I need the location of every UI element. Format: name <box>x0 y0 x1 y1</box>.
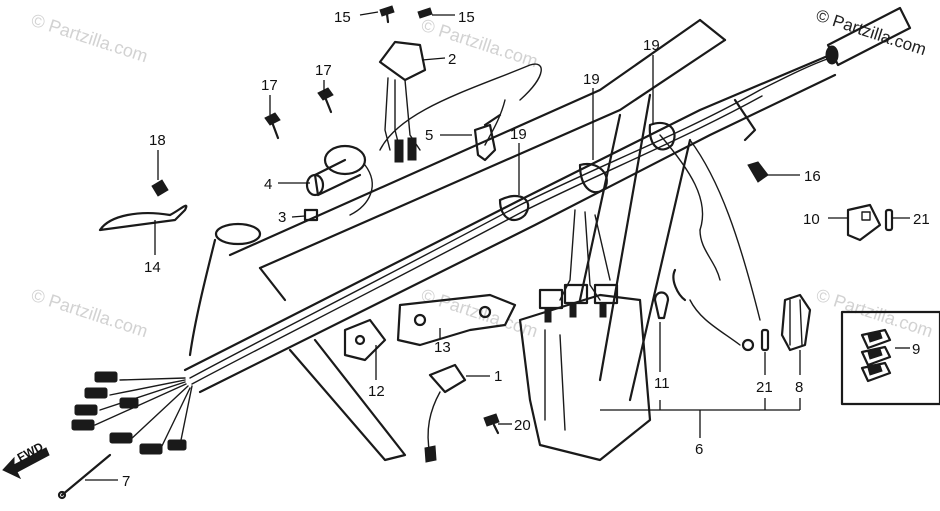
callout-15-right: 15 <box>458 9 475 26</box>
part-19-clamps <box>498 121 676 222</box>
callout-10: 10 <box>803 211 820 228</box>
central-connectors <box>538 283 619 323</box>
callout-17-left: 17 <box>261 77 278 94</box>
part-16-screw <box>747 161 769 183</box>
callout-5: 5 <box>425 127 433 144</box>
part-7-rod <box>57 453 112 500</box>
callout-19-middle: 19 <box>583 71 600 88</box>
callout-19-top: 19 <box>643 37 660 54</box>
watermark-2: © Partzilla.com <box>419 15 541 72</box>
callout-9: 9 <box>912 341 920 358</box>
part-18-grommet <box>151 179 169 197</box>
leader-lines <box>85 11 910 481</box>
part-13-bracket <box>396 293 517 347</box>
frame <box>183 18 837 462</box>
callout-18: 18 <box>149 132 166 149</box>
callout-6: 6 <box>695 441 703 458</box>
part-4-ignition-coil <box>305 144 373 216</box>
part-14-wire-clip <box>98 204 188 232</box>
watermark-1: © Partzilla.com <box>29 10 151 67</box>
part-15-screws <box>379 5 433 24</box>
callout-19-lower: 19 <box>510 126 527 143</box>
callout-11: 11 <box>654 375 670 392</box>
part-11-bulb <box>653 291 670 320</box>
callout-21-bottom: 21 <box>756 379 773 396</box>
part-21-fuse-top <box>884 208 894 232</box>
part-5-spark-plug-cap <box>473 113 502 162</box>
part-21-fuse-bottom <box>760 328 770 352</box>
forward-arrow: FWD <box>2 439 50 480</box>
callout-20: 20 <box>514 417 531 434</box>
callout-15-left: 15 <box>334 9 351 26</box>
callout-7: 7 <box>122 473 130 490</box>
part-2-regulator <box>378 40 427 163</box>
callout-2: 2 <box>448 51 456 68</box>
callout-12: 12 <box>368 383 385 400</box>
callout-3: 3 <box>278 209 286 226</box>
part-6-harness-bracket-line <box>672 229 755 352</box>
callout-14: 14 <box>144 259 161 276</box>
part-1-switch <box>424 363 467 463</box>
callout-4: 4 <box>264 176 272 193</box>
callout-21-top: 21 <box>913 211 930 228</box>
part-3-clip <box>303 208 319 222</box>
steering-grip <box>825 6 912 67</box>
part-12-bracket <box>343 318 387 362</box>
callout-16: 16 <box>804 168 821 185</box>
callout-13: 13 <box>434 339 451 356</box>
part-9-connector-panel <box>840 310 940 406</box>
callout-labels: 15 15 2 17 17 18 5 19 19 19 4 3 14 16 10… <box>122 9 930 490</box>
part-8-fuse-holder <box>780 293 812 352</box>
part-10-relay <box>846 203 882 242</box>
part-20-screw <box>483 413 500 435</box>
watermarks: © Partzilla.com © Partzilla.com © Partzi… <box>29 6 936 342</box>
connector-bundle-front <box>71 371 193 455</box>
callout-1: 1 <box>494 368 502 385</box>
part-17-bolts <box>264 87 334 140</box>
watermark-3: © Partzilla.com <box>29 285 151 342</box>
wire-harness-main <box>189 57 831 385</box>
callout-17-right: 17 <box>315 62 332 79</box>
callout-8: 8 <box>795 379 803 396</box>
